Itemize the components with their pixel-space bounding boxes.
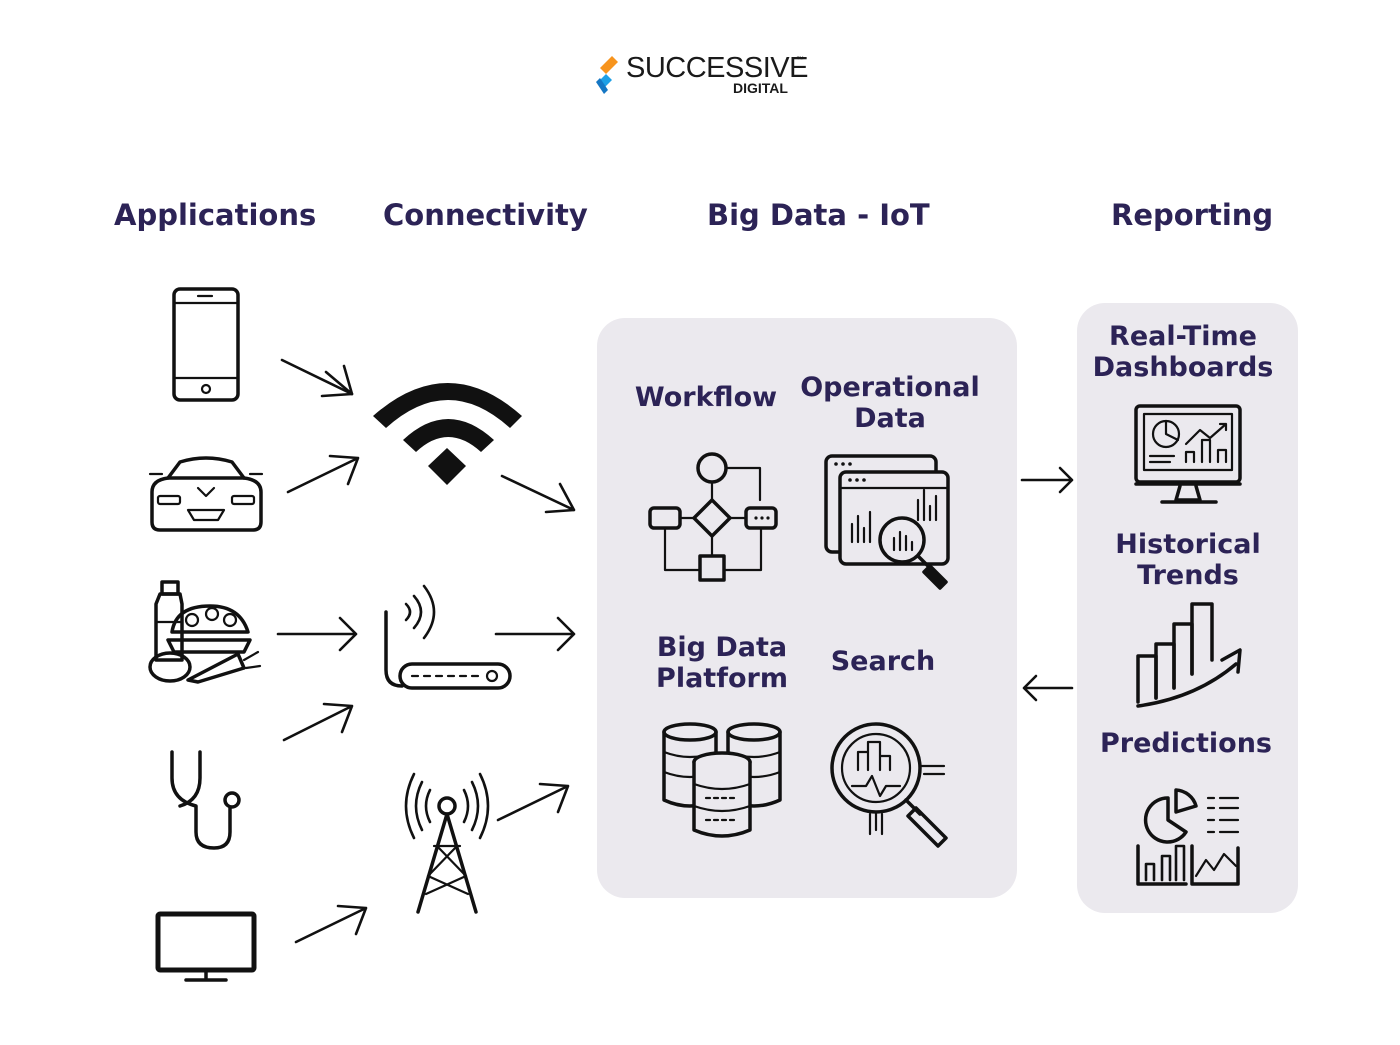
workflow-icon <box>648 452 778 582</box>
search-analytics-icon <box>830 722 948 848</box>
growth-chart-icon <box>1136 602 1242 708</box>
predictions-label: Predictions <box>1099 728 1272 759</box>
arrow-bigdata-to-reporting <box>1020 466 1074 494</box>
arrow-car-to-wifi <box>286 454 360 494</box>
logo-tagline: DIGITAL <box>733 80 788 96</box>
arrow-tv-to-tower <box>294 904 368 944</box>
header-reporting: Reporting <box>1111 198 1274 232</box>
arrow-router-to-bigdata <box>494 616 576 652</box>
arrow-tower-to-bigdata <box>496 782 570 822</box>
logo-trademark: ™ <box>796 55 804 64</box>
logo-mark-icon <box>596 56 618 94</box>
historical-trends-label: Historical Trends <box>1115 529 1261 592</box>
report-charts-icon <box>1136 788 1240 886</box>
groceries-icon <box>148 580 262 684</box>
cell-tower-icon <box>404 772 490 914</box>
car-icon <box>148 456 264 532</box>
big-data-platform-label: Big Data Platform <box>656 632 788 695</box>
smartphone-icon <box>172 287 240 402</box>
arrow-phone-to-wifi <box>280 358 354 398</box>
real-time-dashboards-label: Real-Time Dashboards <box>1092 321 1274 384</box>
header-bigdata: Big Data - IoT <box>707 198 930 232</box>
header-applications: Applications <box>114 198 317 232</box>
data-analysis-icon <box>824 454 950 590</box>
workflow-label: Workflow <box>634 382 778 413</box>
header-connectivity: Connectivity <box>383 198 588 232</box>
arrow-wifi-to-bigdata <box>500 474 576 514</box>
router-icon <box>384 584 512 690</box>
database-icon <box>662 722 782 838</box>
operational-data-label: Operational Data <box>800 372 980 435</box>
arrow-stethoscope-to-router <box>282 702 354 742</box>
wifi-icon <box>373 383 522 485</box>
arrow-groceries-to-router <box>276 616 358 652</box>
arrow-reporting-to-bigdata <box>1022 674 1074 702</box>
logo-wordmark: SUCCESSIVE <box>626 52 808 84</box>
dashboard-monitor-icon <box>1134 404 1242 504</box>
stethoscope-icon <box>170 750 241 850</box>
tv-icon <box>155 911 257 982</box>
search-label: Search <box>830 646 936 677</box>
